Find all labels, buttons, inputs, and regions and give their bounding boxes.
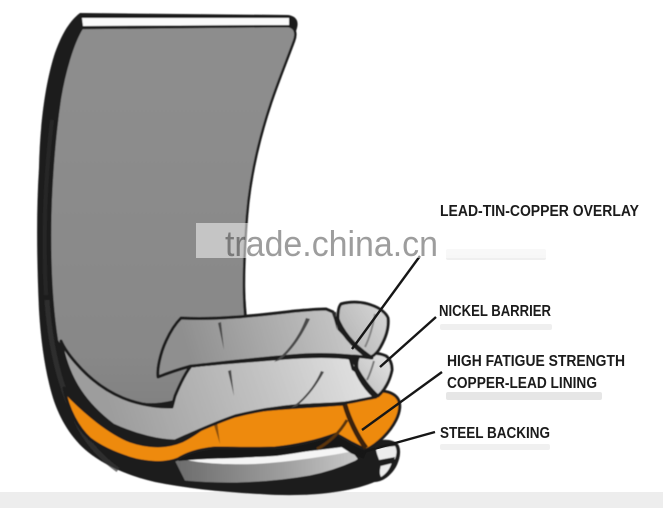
svg-text:HIGH FATIGUE STRENGTH: HIGH FATIGUE STRENGTH bbox=[447, 353, 625, 370]
svg-text:trade.china.cn: trade.china.cn bbox=[225, 223, 438, 264]
svg-text:LEAD-TIN-COPPER OVERLAY: LEAD-TIN-COPPER OVERLAY bbox=[440, 203, 639, 220]
svg-text:COPPER-LEAD LINING: COPPER-LEAD LINING bbox=[447, 375, 597, 392]
svg-text:NICKEL BARRIER: NICKEL BARRIER bbox=[439, 303, 551, 320]
svg-text:STEEL BACKING: STEEL BACKING bbox=[440, 425, 550, 442]
